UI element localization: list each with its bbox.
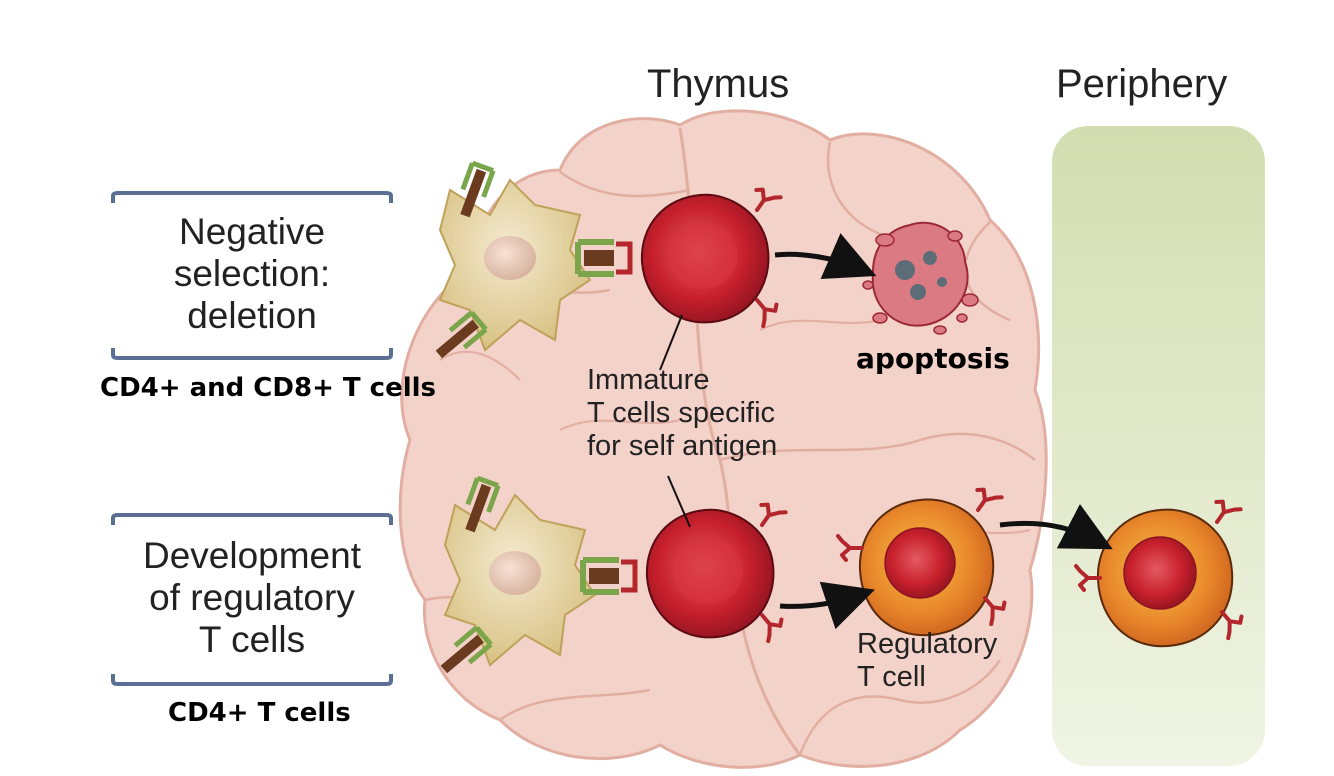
negative-selection-box-lines (111, 191, 393, 360)
regulatory-development-line-3: T cells (198, 619, 306, 660)
heading-thymus: Thymus (647, 62, 790, 106)
regulatory-t-cell-thymus (858, 498, 995, 637)
regulatory-development-box-lines (111, 513, 393, 686)
label-immature-t-cells: Immature T cells specific for self antig… (587, 364, 777, 463)
label-apoptosis: apoptosis (856, 342, 1010, 375)
negative-selection-line-1: Negative (178, 211, 326, 252)
immature-line-1: Immature (587, 364, 710, 396)
dendritic-cell-bottom (443, 493, 597, 667)
regulatory-development-box: Development of regulatory T cells (112, 535, 392, 661)
regulatory-development-line-2: of regulatory (149, 577, 355, 618)
periphery-panel (1052, 126, 1265, 766)
regulatory-development-line-1: Development (142, 535, 361, 576)
negative-selection-line-3: deletion (187, 295, 317, 336)
sublabel-regulatory-development: CD4+ T cells (168, 698, 351, 728)
heading-periphery: Periphery (1056, 62, 1228, 106)
regulatory-line-2: T cell (857, 661, 926, 693)
negative-selection-line-2: selection: (173, 253, 331, 294)
arrow-to-apoptosis (774, 233, 877, 279)
dendritic-cell-top (438, 178, 592, 352)
immature-t-cell-bottom (645, 508, 775, 639)
pointer-line-bottom (667, 475, 691, 528)
immature-t-cell-top (640, 193, 770, 324)
regulatory-line-1: Regulatory (857, 628, 998, 660)
arrow-to-periphery (999, 503, 1113, 550)
apoptotic-cell (862, 221, 979, 335)
pointer-line-top (659, 314, 683, 371)
label-regulatory-t-cell: Regulatory T cell (857, 628, 997, 694)
immature-line-3: for self antigen (587, 430, 778, 462)
regulatory-t-cell-periphery (1096, 508, 1234, 648)
negative-selection-box: Negative selection: deletion (112, 211, 392, 337)
arrow-to-regulatory-cell (779, 581, 875, 630)
immature-line-2: T cells specific (587, 397, 776, 429)
sublabel-negative-selection: CD4+ and CD8+ T cells (100, 373, 437, 403)
